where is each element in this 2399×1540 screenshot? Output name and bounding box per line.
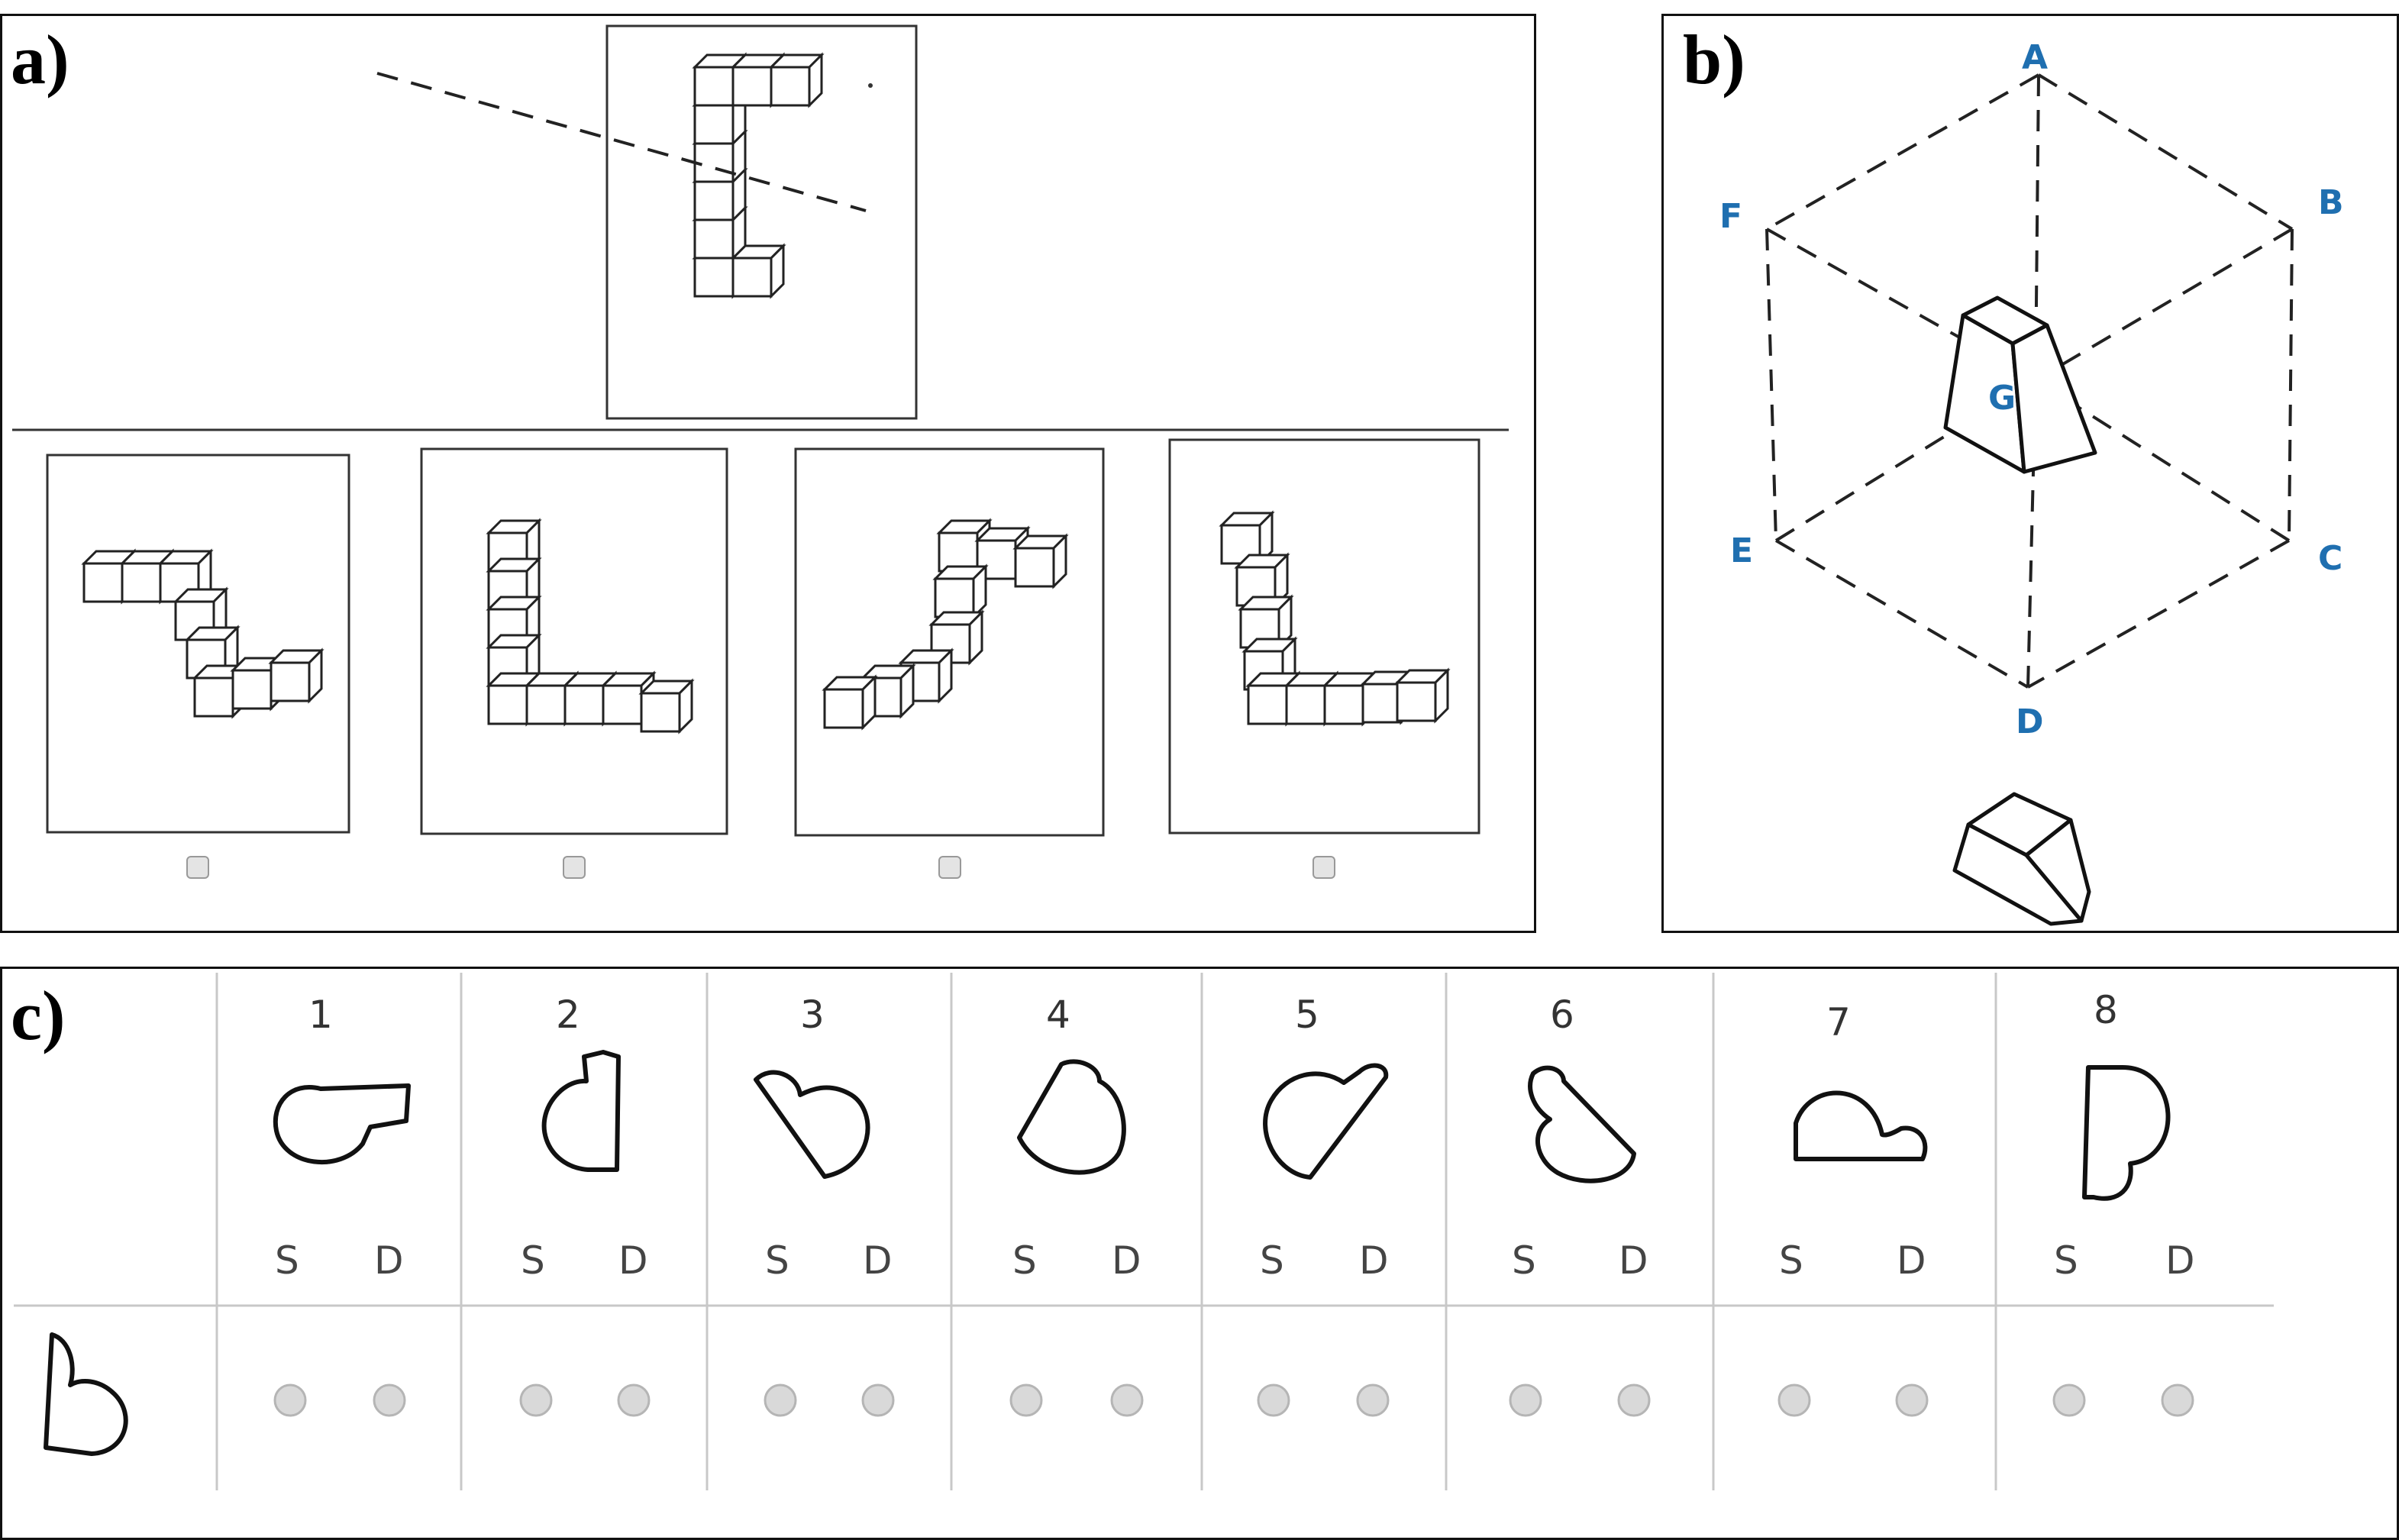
radio-same-6[interactable] [1509, 1383, 1542, 1417]
option-figure-3 [794, 447, 1105, 837]
option-checkbox-2[interactable] [563, 856, 586, 879]
target-figure [605, 24, 918, 420]
different-label-3: D [863, 1238, 893, 1283]
different-label-4: D [1112, 1238, 1141, 1283]
radio-different-6[interactable] [1617, 1383, 1651, 1417]
shape-8 [2082, 1065, 2171, 1201]
item-number-2: 2 [556, 993, 580, 1037]
radio-same-4[interactable] [1009, 1383, 1043, 1417]
radio-same-8[interactable] [2052, 1383, 2086, 1417]
item-number-8: 8 [2094, 988, 2118, 1032]
vertex-label-a: A [2022, 38, 2048, 77]
option-checkbox-1[interactable] [186, 856, 209, 879]
same-label-5: S [1260, 1238, 1284, 1283]
radio-different-2[interactable] [617, 1383, 651, 1417]
panel-a-label: a) [11, 21, 69, 98]
different-label-8: D [2165, 1238, 2195, 1283]
vertex-label-c: C [2318, 539, 2342, 578]
item-number-5: 5 [1295, 993, 1319, 1037]
panel-a-figures [12, 24, 1509, 879]
shape-7 [1794, 1090, 1928, 1161]
sd-labels: S D S D S D S D S D S D S D S D [275, 1238, 2195, 1283]
table-grid [14, 973, 2274, 1490]
panel-c [0, 967, 2399, 1540]
vertex-label-e: E [1730, 531, 1753, 570]
same-label-1: S [275, 1238, 299, 1283]
panel-b [1661, 14, 2399, 933]
same-label-3: S [765, 1238, 789, 1283]
answer-solid [1952, 792, 2091, 926]
panel-b-label: b) [1683, 21, 1745, 98]
item-number-7: 7 [1826, 1000, 1851, 1044]
radio-different-7[interactable] [1895, 1383, 1929, 1417]
item-number-1: 1 [308, 993, 333, 1037]
reference-shape [44, 1332, 128, 1456]
same-label-6: S [1512, 1238, 1536, 1283]
different-label-2: D [618, 1238, 648, 1283]
radio-different-3[interactable] [861, 1383, 895, 1417]
shape-4 [1017, 1059, 1126, 1175]
radio-same-5[interactable] [1257, 1383, 1290, 1417]
option-figure-4 [1168, 438, 1480, 835]
shape-6 [1528, 1065, 1636, 1183]
radio-same-7[interactable] [1777, 1383, 1811, 1417]
shape-1 [273, 1083, 411, 1165]
item-number-3: 3 [800, 993, 825, 1037]
radio-different-8[interactable] [2161, 1383, 2194, 1417]
different-label-6: D [1619, 1238, 1648, 1283]
radio-same-3[interactable] [764, 1383, 797, 1417]
option-checkbox-3[interactable] [938, 856, 961, 879]
radio-different-4[interactable] [1110, 1383, 1144, 1417]
shape-5 [1263, 1063, 1389, 1180]
same-label-4: S [1012, 1238, 1037, 1283]
shape-2 [541, 1050, 621, 1172]
radio-different-1[interactable] [373, 1383, 406, 1417]
same-label-7: S [1779, 1238, 1803, 1283]
option-figure-2 [420, 447, 728, 835]
radio-same-1[interactable] [273, 1383, 307, 1417]
vertex-label-f: F [1719, 197, 1742, 236]
radio-different-5[interactable] [1356, 1383, 1390, 1417]
vertex-label-b: B [2318, 183, 2344, 222]
item-number-6: 6 [1550, 993, 1574, 1037]
panel-c-label: c) [11, 977, 66, 1054]
same-label-8: S [2054, 1238, 2078, 1283]
item-number-4: 4 [1046, 993, 1070, 1037]
central-solid [1943, 295, 2097, 474]
different-label-1: D [374, 1238, 404, 1283]
shape-comparison-table: 1 2 3 4 5 6 7 8 S D S D S D S D S D S D … [14, 973, 2274, 1490]
same-label-2: S [521, 1238, 545, 1283]
dashed-cube-edges [376, 72, 867, 212]
vertex-label-d: D [2016, 702, 2044, 741]
radio-same-2[interactable] [519, 1383, 553, 1417]
option-checkbox-4[interactable] [1313, 856, 1335, 879]
different-label-7: D [1897, 1238, 1926, 1283]
option-figure-1 [46, 454, 350, 834]
vertex-label-g: G [1988, 379, 2016, 418]
different-label-5: D [1359, 1238, 1389, 1283]
cube-diagram: A B C D E F G [376, 38, 2344, 926]
shape-3 [754, 1070, 870, 1179]
